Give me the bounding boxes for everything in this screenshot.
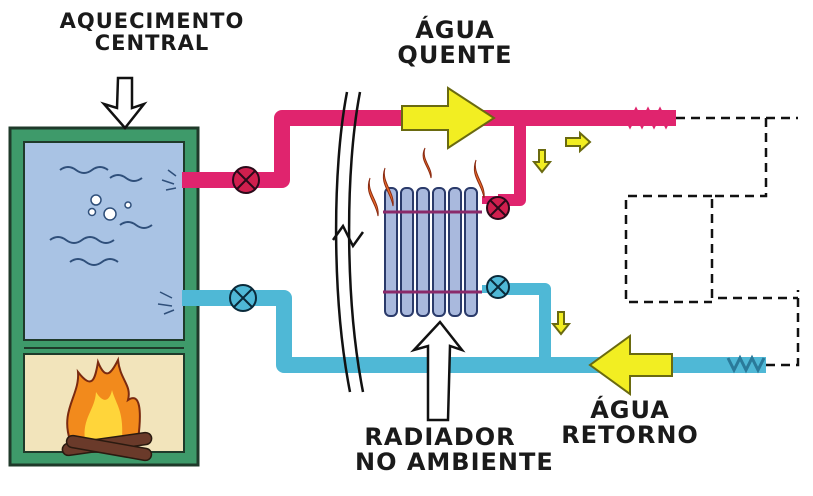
bubbles [87,194,132,221]
wall-break [331,91,365,393]
hot-water-line2: QUENTE [397,41,513,70]
water-flow-lines [157,169,177,315]
distribution-network [624,116,800,367]
pointer-arrow-icon [100,76,466,422]
fire-icon [61,356,153,462]
radiator-line2: NO AMBIENTE [355,448,554,477]
valve-icon [232,166,260,194]
hot-water-label: ÁGUA QUENTE [380,16,530,70]
valve-icon [229,284,257,312]
flow-arrow-icon [401,86,673,396]
central-heating-line1: AQUECIMENTO [59,9,245,33]
return-water-line2: RETORNO [561,421,699,450]
central-heating-label: AQUECIMENTO CENTRAL [52,10,252,54]
valve-icon [486,275,510,299]
radiator-icon [383,187,500,317]
hot-water-line1: ÁGUA [415,16,495,44]
heat-waves [367,147,485,217]
radiator-label: RADIADOR NO AMBIENTE [355,423,554,477]
return-water-line1: ÁGUA [590,396,670,424]
central-heating-line2: CENTRAL [94,31,210,56]
radiator-line1: RADIADOR [364,423,516,451]
water-ripples [49,166,153,266]
valve-icon [486,196,510,220]
return-water-label: ÁGUA RETORNO [560,396,700,450]
